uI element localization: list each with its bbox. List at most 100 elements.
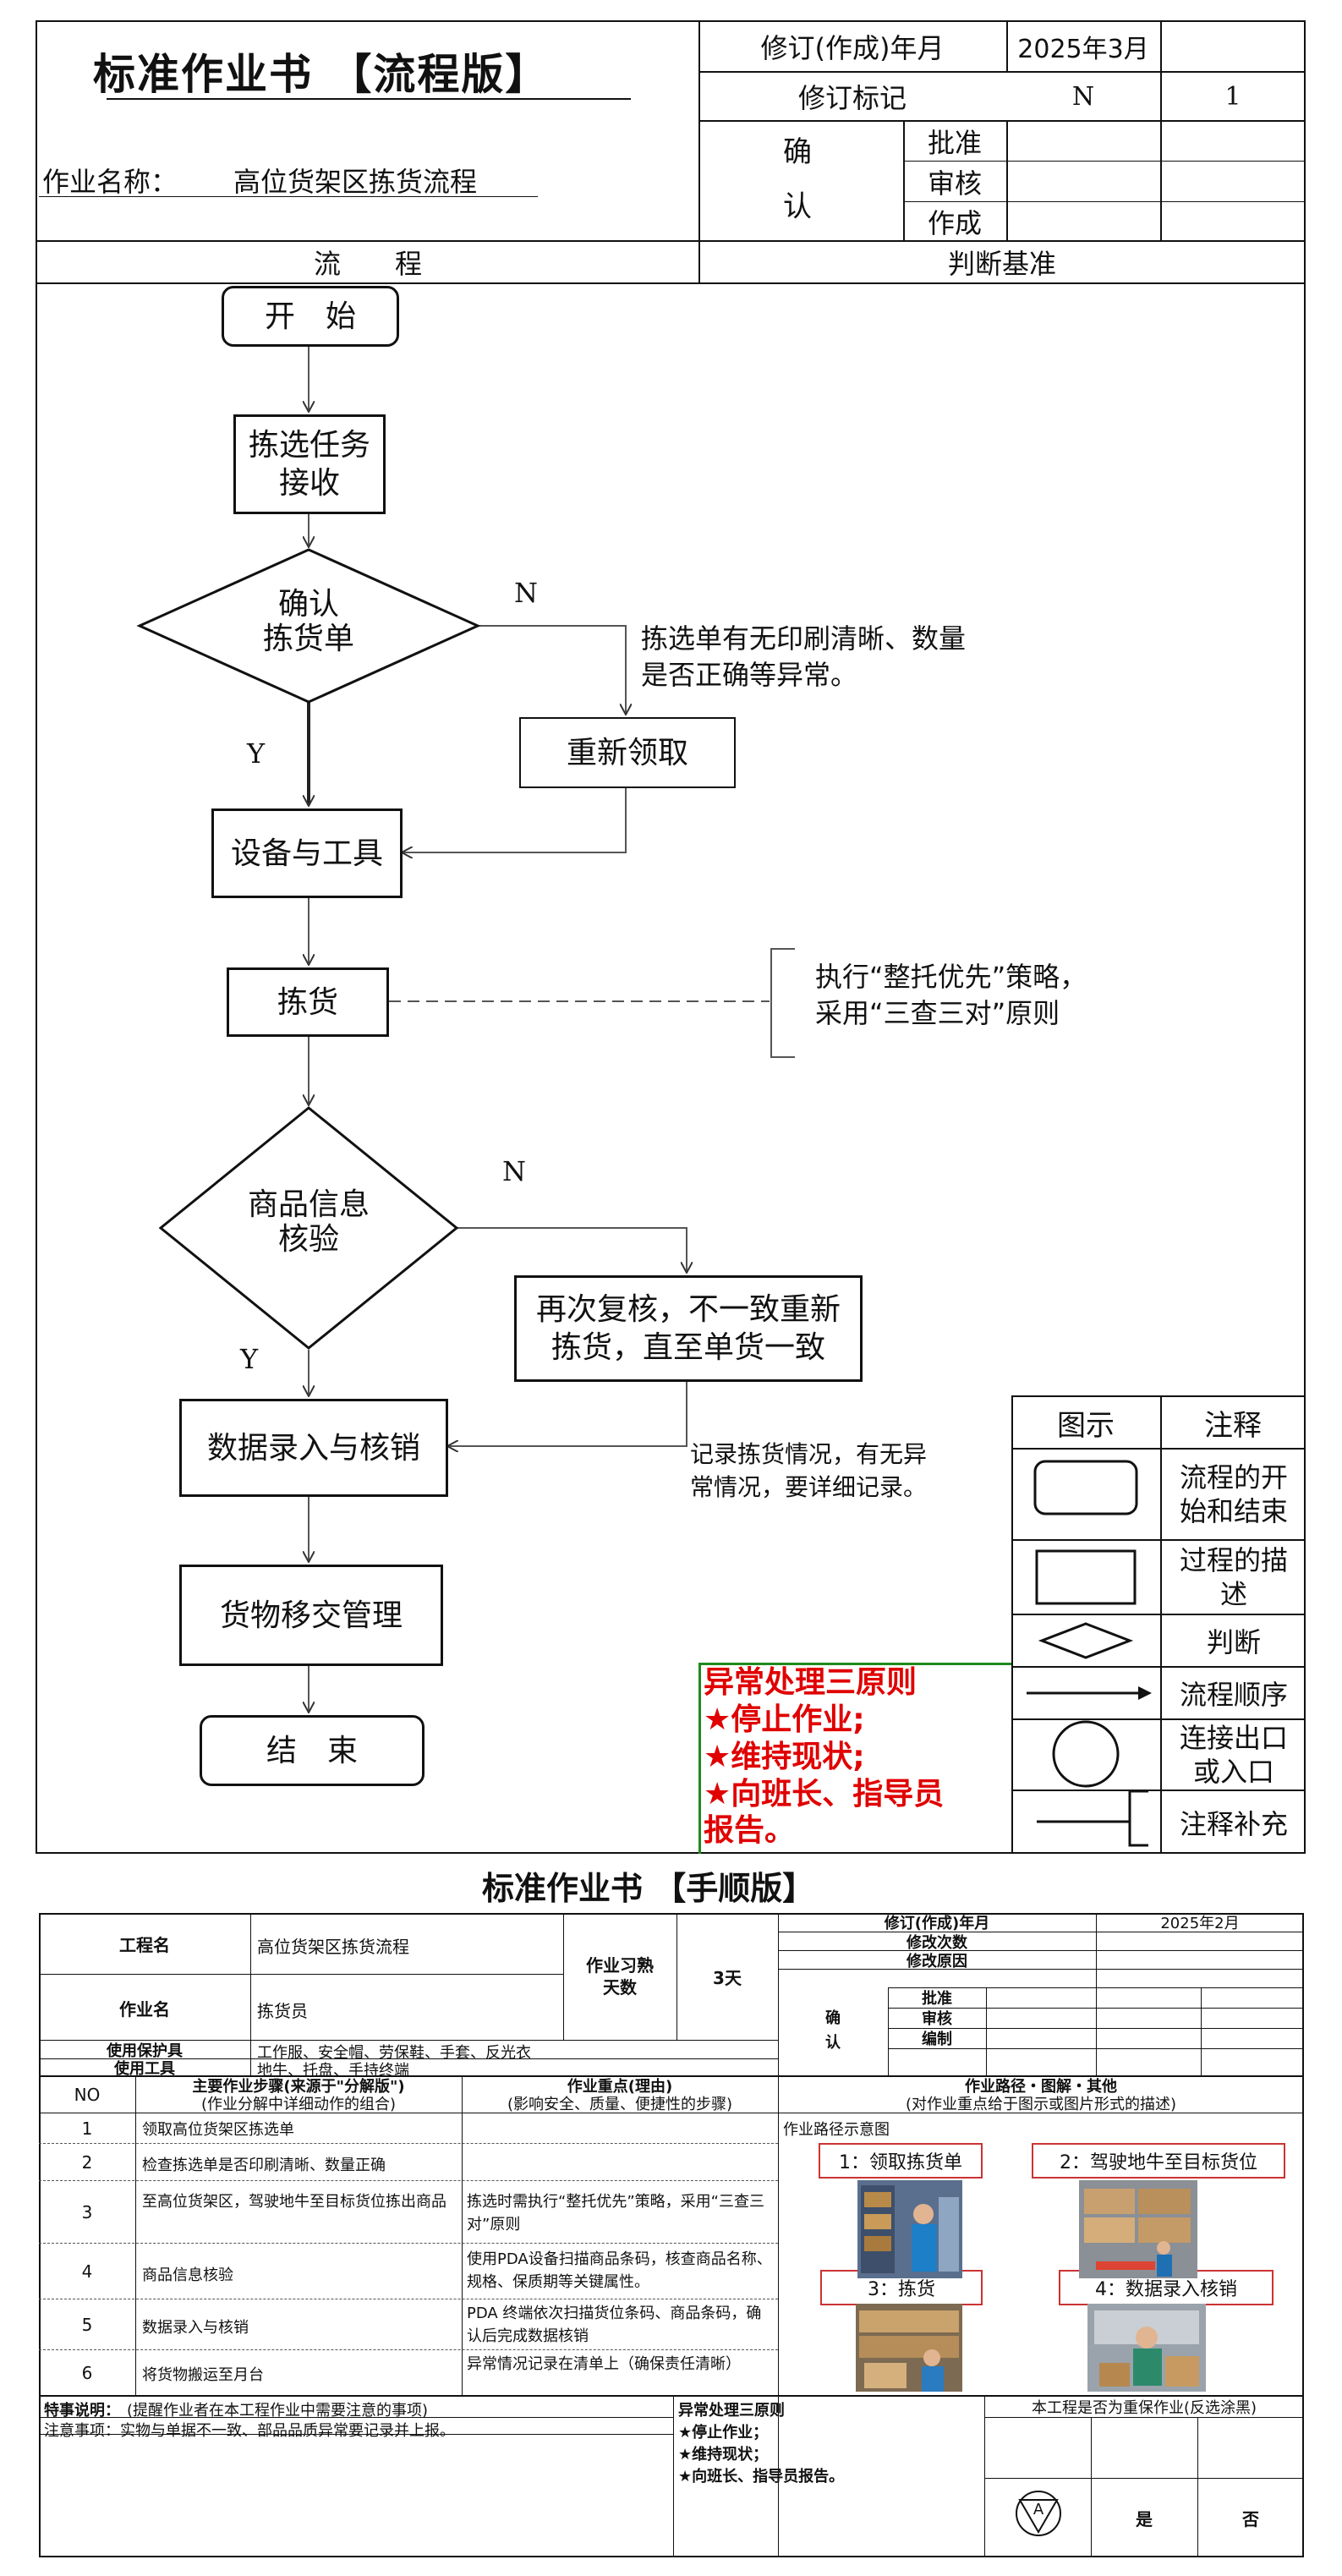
important-yes[interactable]: 是 [1136, 2508, 1153, 2529]
job-name-value: 高位货架区拣货流程 [233, 166, 478, 198]
exception-2: ★维持现状; [704, 1740, 865, 1774]
col-steps: 主要作业步骤(来源于"分解版") [192, 2078, 405, 2096]
a-mark-text: A [1033, 2500, 1044, 2518]
step-key-4: 使用PDA设备扫描商品条码，核查商品名称、规格、保质期等关键属性。 [467, 2250, 772, 2291]
step-text-4: 商品信息核验 [142, 2266, 233, 2284]
path-title: 作业路径示意图 [783, 2121, 890, 2139]
exception-title: 异常处理三原则 [704, 1665, 917, 1700]
tools-label: 使用工具 [114, 2059, 175, 2078]
project-value: 高位货架区拣货流程 [257, 1937, 409, 1957]
step-text-2: 检查拣选单是否印刷清晰、数量正确 [142, 2157, 386, 2174]
exception-3: ★向班长、指导员 报告。 [704, 1777, 945, 1849]
flow-re-obtain: 重新领取 [519, 717, 736, 788]
ppe-label: 使用保护具 [107, 2042, 183, 2060]
legend-icons [1027, 1460, 1152, 1847]
flow-equipment: 设备与工具 [211, 808, 403, 898]
flow-recheck: 再次复核，不一致重新 拣货，直至单货一致 [514, 1275, 863, 1382]
ppe-value: 工作服、安全帽、劳保鞋、手套、反光衣 [257, 2044, 531, 2062]
project-label: 工程名 [119, 1934, 170, 1955]
revision-mark-number: 1 [1224, 81, 1241, 112]
job-value: 拣货员 [257, 2001, 308, 2021]
n-label-2: N [502, 1155, 526, 1187]
legend-table [1011, 1395, 1306, 1854]
job-name-underline [39, 196, 538, 197]
step-key-6: 异常情况记录在清单上（确保责任清晰） [467, 2355, 741, 2373]
flow-picking: 拣货 [227, 967, 389, 1037]
sop-flow-title: 标准作业书 【流程版】 [93, 49, 550, 99]
legend-note-5: 连接出口 或入口 [1179, 1722, 1288, 1788]
sop-flow-frame [36, 20, 1306, 1854]
job-name-label: 作业名称： [42, 166, 178, 198]
a-mark-icon [1016, 2491, 1061, 2536]
step-text-3: 至高位货架区，驾驶地牛至目标货位拣出商品 [142, 2193, 446, 2211]
flow-task-receive: 拣选任务 接收 [233, 414, 386, 514]
step-text-5: 数据录入与核销 [142, 2319, 249, 2337]
note-data-entry: 记录拣货情况，有无异 常情况，要详细记录。 [690, 1440, 928, 1502]
col-path: 作业路径・图解・其他 [965, 2078, 1117, 2096]
col-no: NO [74, 2085, 101, 2105]
col-criteria-header: 判断基准 [947, 248, 1056, 280]
legend-rect-icon [1035, 1549, 1137, 1605]
revision-reason-label: 修改原因 [907, 1952, 967, 1970]
flow-start: 开 始 [222, 286, 399, 347]
legend-note-1: 流程的开 始和结束 [1179, 1461, 1288, 1527]
step-key-5: PDA 终端依次扫描货位条码、商品条码，确认后完成数据核销 [467, 2305, 762, 2345]
create-label: 作成 [927, 207, 982, 239]
y-label-2: Y [240, 1343, 259, 1375]
revision-mark-label: 修订标记 [797, 82, 907, 114]
legend-rounded-rect-icon [1033, 1460, 1138, 1515]
legend-circle-icon [1052, 1720, 1120, 1788]
sop-procedure-title: 标准作业书 【手顺版】 [482, 1869, 815, 1907]
legend-col-icon: 图示 [1057, 1408, 1115, 1443]
important-no[interactable]: 否 [1242, 2508, 1259, 2529]
n-label-1: N [514, 577, 538, 609]
legend-note-2: 过程的描 述 [1179, 1544, 1288, 1610]
tools-value: 地牛、托盘、手持终端 [257, 2062, 409, 2080]
step-no-3: 3 [81, 2202, 93, 2222]
exc2-3: ★向班长、指导员报告。 [678, 2468, 845, 2486]
review-label: 审核 [927, 167, 982, 200]
flow-end: 结 束 [200, 1715, 425, 1786]
flow-verify-text: 商品信息 核验 [247, 1187, 370, 1258]
job-label: 作业名 [119, 1998, 170, 2020]
revision2-label: 修订(作成)年月 [884, 1915, 990, 1932]
photo-1-image [857, 2180, 962, 2278]
legend-arrow-icon [1138, 1686, 1152, 1700]
practice-value: 3天 [713, 1967, 742, 1988]
step-key-3: 拣选时需执行“整托优先”策略，采用“三查三对”原则 [467, 2193, 764, 2233]
y-label-1: Y [247, 737, 266, 770]
revision-value: 2025年3月 [1017, 35, 1149, 64]
special-label: 特事说明： [44, 2402, 120, 2420]
flow-confirm-list-text: 确认 拣货单 [262, 587, 354, 657]
photo-2-image [1079, 2180, 1197, 2278]
sop-procedure-frame [39, 1913, 1304, 2557]
revision-count-label: 修改次数 [907, 1933, 967, 1952]
step-no-4: 4 [81, 2261, 93, 2282]
special-text: (提醒作业者在本工程作业中需要注意的事项) [127, 2402, 429, 2420]
col-key-sub: (影响安全、质量、便捷性的步骤) [507, 2096, 733, 2113]
note-list-check: 拣选单有无印刷清晰、数量 是否正确等异常。 [641, 622, 967, 692]
revision-label: 修订(作成)年月 [760, 32, 945, 64]
step-no-1: 1 [81, 2118, 93, 2139]
decision-diamond-verify [158, 1106, 459, 1350]
photo-caption-2: 2：驾驶地牛至目标货位 [1032, 2143, 1285, 2179]
step-no-2: 2 [81, 2152, 93, 2173]
legend-note-6: 注释补充 [1179, 1808, 1288, 1840]
practice-label: 作业习熟 天数 [586, 1955, 654, 1998]
photo-caption-1: 1：领取拣货单 [819, 2143, 983, 2179]
confirm-label: 确 认 [777, 135, 812, 228]
legend-col-note: 注释 [1204, 1408, 1262, 1443]
step-no-5: 5 [81, 2315, 93, 2335]
notice-text: 注意事项：实物与单据不一致、部品品质异常要记录并上报。 [44, 2422, 455, 2440]
legend-note-4: 流程顺序 [1179, 1679, 1288, 1711]
exc2-2: ★维持现状； [678, 2446, 769, 2464]
revision2-value: 2025年2月 [1160, 1915, 1240, 1932]
flow-handover: 货物移交管理 [179, 1565, 443, 1666]
flow-data-entry: 数据录入与核销 [179, 1399, 448, 1497]
legend-bracket-icon [1037, 1789, 1148, 1823]
step-no-6: 6 [81, 2363, 93, 2383]
legend-note-3: 判断 [1206, 1626, 1261, 1658]
photo-4-image [1087, 2304, 1206, 2392]
col-flow-header: 流 程 [313, 248, 422, 280]
col-steps-sub: (作业分解中详细动作的组合) [200, 2096, 397, 2113]
